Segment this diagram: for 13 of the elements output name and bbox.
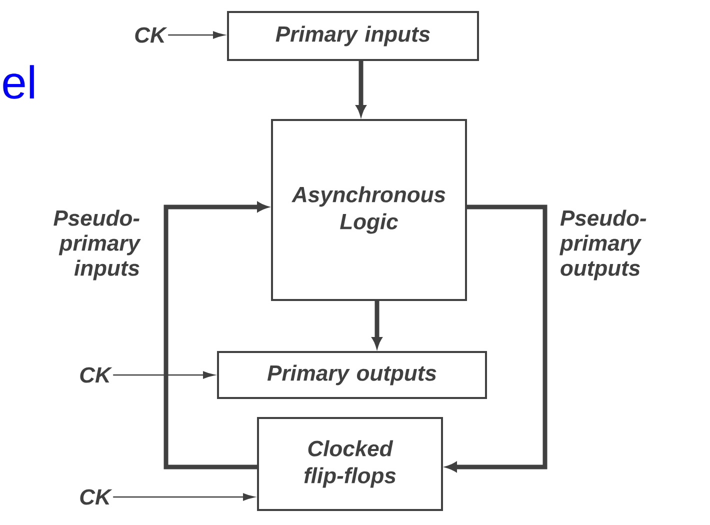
arrow (113, 493, 254, 501)
process-box: Asynchronous Logic (271, 119, 467, 301)
edge-label: Pseudo-primary inputs (54, 210, 141, 280)
arrow (113, 371, 214, 379)
process-box: Primary outputs (217, 350, 487, 399)
clock-label: CK (135, 27, 168, 43)
process-box: Clocked flip-flops (257, 416, 443, 511)
arrow (168, 31, 224, 39)
clock-label: CK (80, 489, 112, 505)
clock-label: CK (80, 367, 112, 383)
process-box: Primary inputs (227, 11, 479, 61)
edge-label: Pseudo-primary outputs (560, 210, 646, 280)
title-fragment: el (3, 65, 34, 99)
